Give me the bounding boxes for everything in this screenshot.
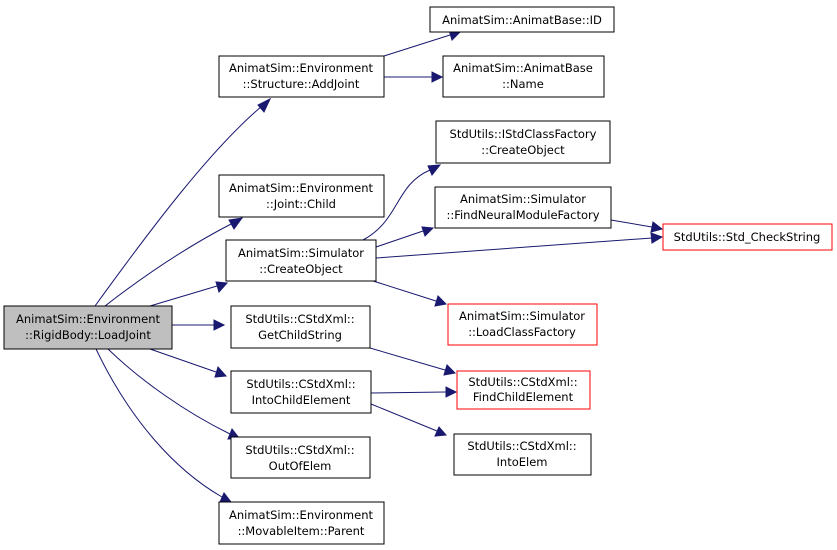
edge-intochildelement-to-findchildelement — [370, 391, 447, 394]
edge-arrow — [443, 364, 457, 376]
node-cstdxml-intoelem[interactable]: StdUtils::CStdXml:: IntoElem — [453, 433, 592, 476]
node-label: AnimatSim::AnimatBase — [453, 61, 593, 75]
node-label: AnimatSim::AnimatBase::ID — [442, 13, 602, 27]
edge-arrow — [431, 71, 444, 83]
node-simulator-createobject[interactable]: AnimatSim::Simulator ::CreateObject — [225, 239, 377, 282]
node-label: StdUtils::CStdXml:: — [468, 375, 577, 389]
node-movableitem-parent[interactable]: AnimatSim::Environment ::MovableItem::Pa… — [218, 501, 385, 545]
node-label: ::CreateObject — [481, 143, 565, 157]
node-label: AnimatSim::Environment — [16, 312, 160, 326]
edge-loadjoint-to-createobject — [149, 285, 218, 307]
edge-createobject-to-findneuralmodulefactory — [375, 230, 424, 248]
edge-arrow — [650, 232, 664, 244]
node-structure-addjoint[interactable]: AnimatSim::Environment ::Structure::AddJ… — [218, 55, 385, 98]
node-label: AnimatSim::Environment — [229, 508, 373, 522]
edge-loadjoint-to-parent — [95, 348, 223, 498]
node-label: ::Structure::AddJoint — [243, 77, 360, 91]
node-label: StdUtils::CStdXml:: — [467, 439, 576, 453]
edge-arrow — [434, 295, 448, 307]
node-rigidbody-loadjoint[interactable]: AnimatSim::Environment ::RigidBody::Load… — [3, 305, 173, 350]
node-label: ::CreateObject — [259, 262, 343, 276]
node-label: OutOfElem — [269, 459, 332, 473]
edge-arrow — [214, 365, 228, 378]
node-animatbase-id[interactable]: AnimatSim::AnimatBase::ID — [429, 6, 615, 33]
edge-getchildstring-to-findchildelement — [369, 347, 446, 371]
node-cstdxml-findchildelement[interactable]: StdUtils::CStdXml:: FindChildElement — [456, 370, 591, 410]
node-istdclassfactory-createobject[interactable]: StdUtils::IStdClassFactory ::CreateObjec… — [435, 120, 611, 164]
node-label: AnimatSim::Environment — [229, 61, 373, 75]
edge-arrow — [427, 164, 442, 176]
node-label: FindChildElement — [473, 390, 574, 404]
node-label: AnimatSim::Simulator — [238, 246, 364, 260]
edge-arrow — [219, 492, 233, 503]
node-label: ::FindNeuralModuleFactory — [446, 208, 599, 222]
node-label: AnimatSim::Environment — [229, 181, 373, 195]
node-label: StdUtils::CStdXml:: — [245, 443, 354, 457]
edge-createobject-to-istdclassfactory — [362, 169, 431, 241]
node-label: StdUtils::Std_CheckString — [674, 230, 821, 244]
node-label: IntoElem — [497, 455, 548, 469]
nodes: AnimatSim::Environment ::RigidBody::Load… — [3, 6, 833, 545]
edge-arrow — [434, 426, 448, 437]
edge-arrow — [228, 217, 244, 230]
node-joint-child[interactable]: AnimatSim::Environment ::Joint::Child — [218, 174, 385, 218]
edge-arrow — [257, 97, 272, 113]
edge-createobject-to-std-checkstring — [375, 237, 653, 259]
edge-loadjoint-to-child — [104, 222, 234, 307]
node-animatbase-name[interactable]: AnimatSim::AnimatBase ::Name — [442, 55, 605, 98]
edge-loadjoint-to-outofelem — [107, 348, 231, 435]
edges — [94, 29, 664, 503]
edge-intochildelement-to-intoelem — [370, 403, 438, 432]
node-label: IntoChildElement — [252, 393, 351, 407]
edge-addjoint-to-id — [383, 34, 451, 57]
edge-loadjoint-to-intochildelement — [149, 348, 217, 373]
node-simulator-findneuralmodulefactory[interactable]: AnimatSim::Simulator ::FindNeuralModuleF… — [434, 186, 612, 229]
node-cstdxml-outofelem[interactable]: StdUtils::CStdXml:: OutOfElem — [230, 436, 371, 479]
node-label: ::MovableItem::Parent — [238, 524, 365, 538]
node-label: StdUtils::CStdXml:: — [246, 377, 355, 391]
node-label: StdUtils::IStdClassFactory — [450, 127, 597, 141]
node-label: AnimatSim::Simulator — [459, 309, 585, 323]
node-cstdxml-getchildstring[interactable]: StdUtils::CStdXml:: GetChildString — [230, 305, 371, 349]
edge-arrow — [215, 281, 229, 294]
node-label: StdUtils::CStdXml:: — [245, 312, 354, 326]
edge-createobject-to-loadclassfactory — [369, 279, 437, 302]
edge-arrow — [421, 226, 435, 237]
edge-arrow — [650, 221, 664, 233]
node-label: ::Joint::Child — [266, 197, 336, 211]
node-std-checkstring[interactable]: StdUtils::Std_CheckString — [662, 223, 833, 251]
node-cstdxml-intochildelement[interactable]: StdUtils::CStdXml:: IntoChildElement — [230, 370, 372, 414]
edge-findneuralmodulefactory-to-std-checkstring — [610, 219, 653, 228]
edge-loadjoint-to-addjoint — [94, 105, 263, 307]
node-label: ::LoadClassFactory — [468, 325, 576, 339]
node-label: GetChildString — [258, 328, 342, 342]
node-simulator-loadclassfactory[interactable]: AnimatSim::Simulator ::LoadClassFactory — [447, 303, 598, 346]
node-label: ::RigidBody::LoadJoint — [25, 328, 151, 342]
edge-arrow — [445, 386, 458, 398]
node-label: AnimatSim::Simulator — [460, 192, 586, 206]
node-label: ::Name — [502, 77, 544, 91]
edge-arrow — [213, 319, 226, 331]
